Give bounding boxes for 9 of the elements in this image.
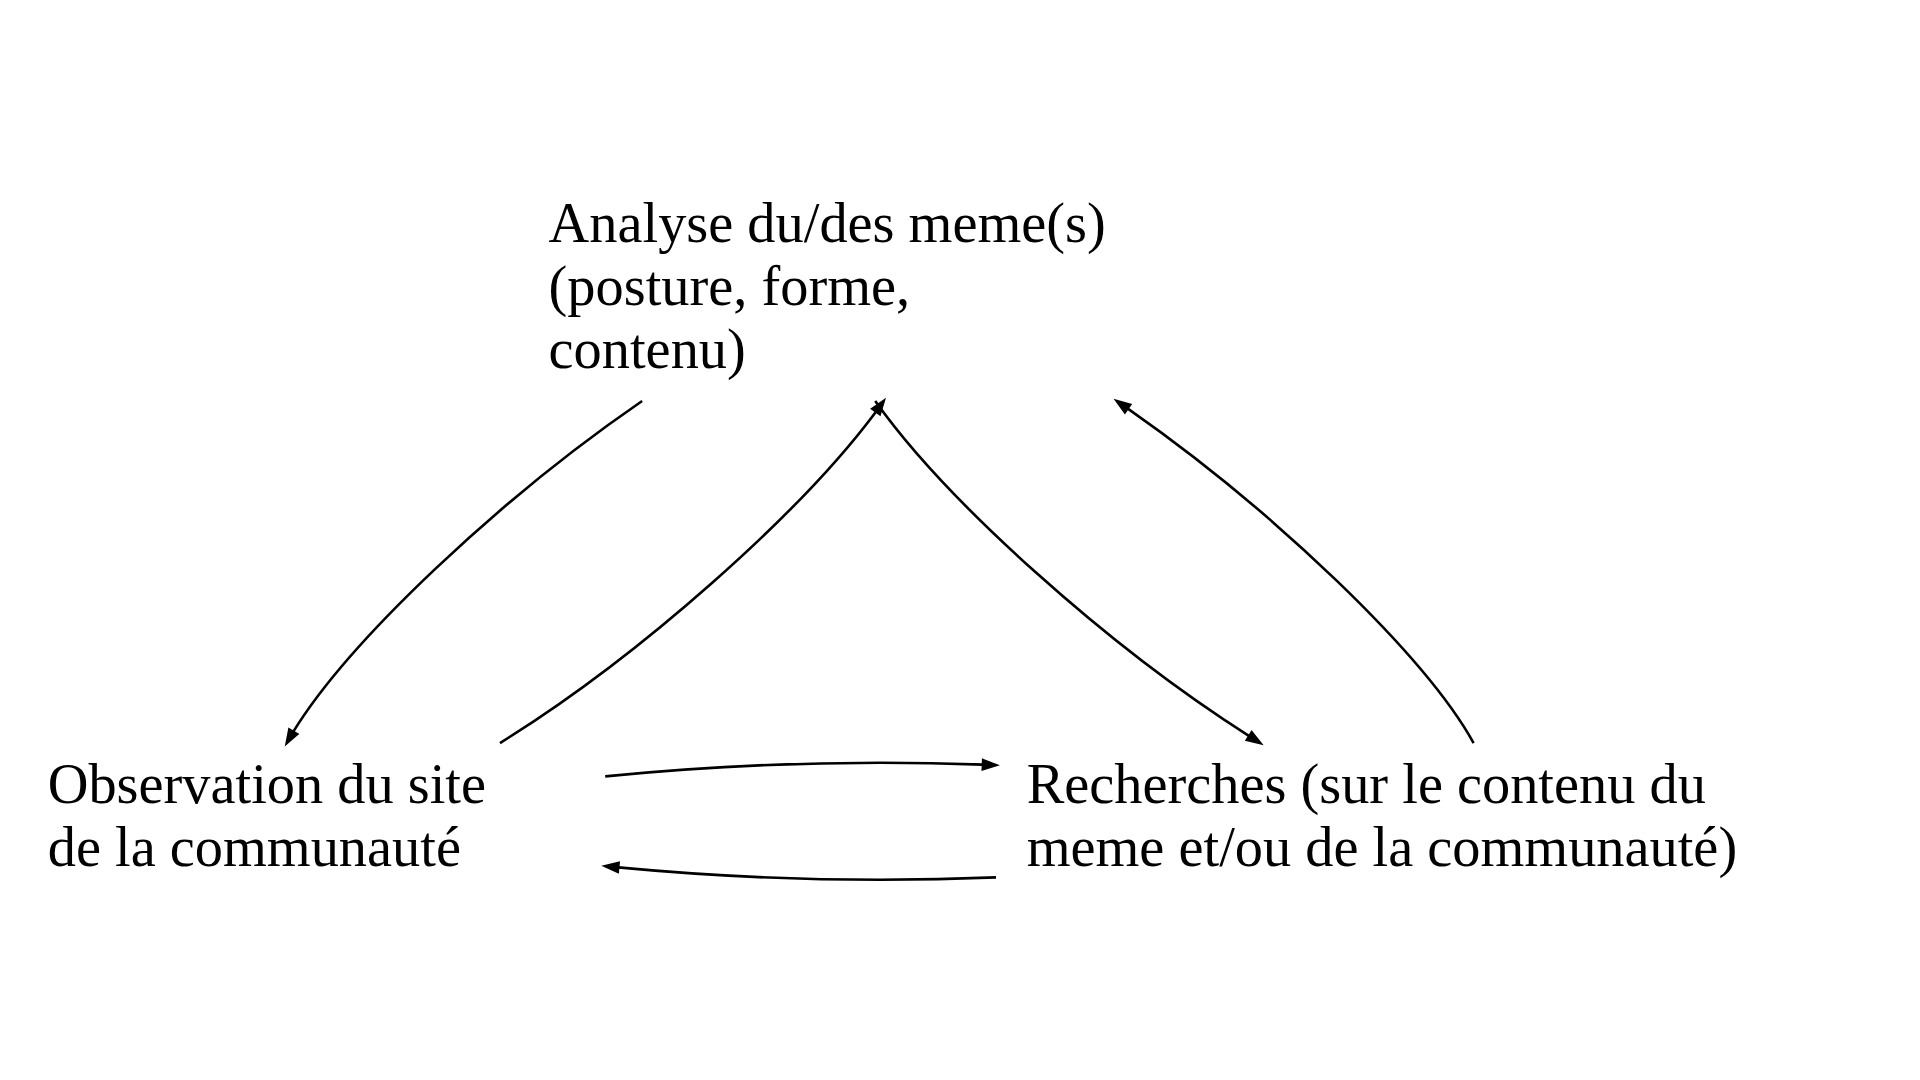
- arrow: [1113, 398, 1475, 744]
- arrow: [601, 860, 997, 881]
- arrow: [605, 757, 1000, 778]
- arrow: [874, 399, 1264, 745]
- arrow: [284, 399, 643, 746]
- arrow: [499, 397, 886, 744]
- node-text: Recherches (sur le contenu du meme et/ou de la communauté): [1026, 753, 1738, 878]
- node-text: Analyse du/des meme(s) (posture, forme, contenu): [548, 191, 1106, 380]
- node-text: Observation du site de la communauté: [47, 753, 487, 878]
